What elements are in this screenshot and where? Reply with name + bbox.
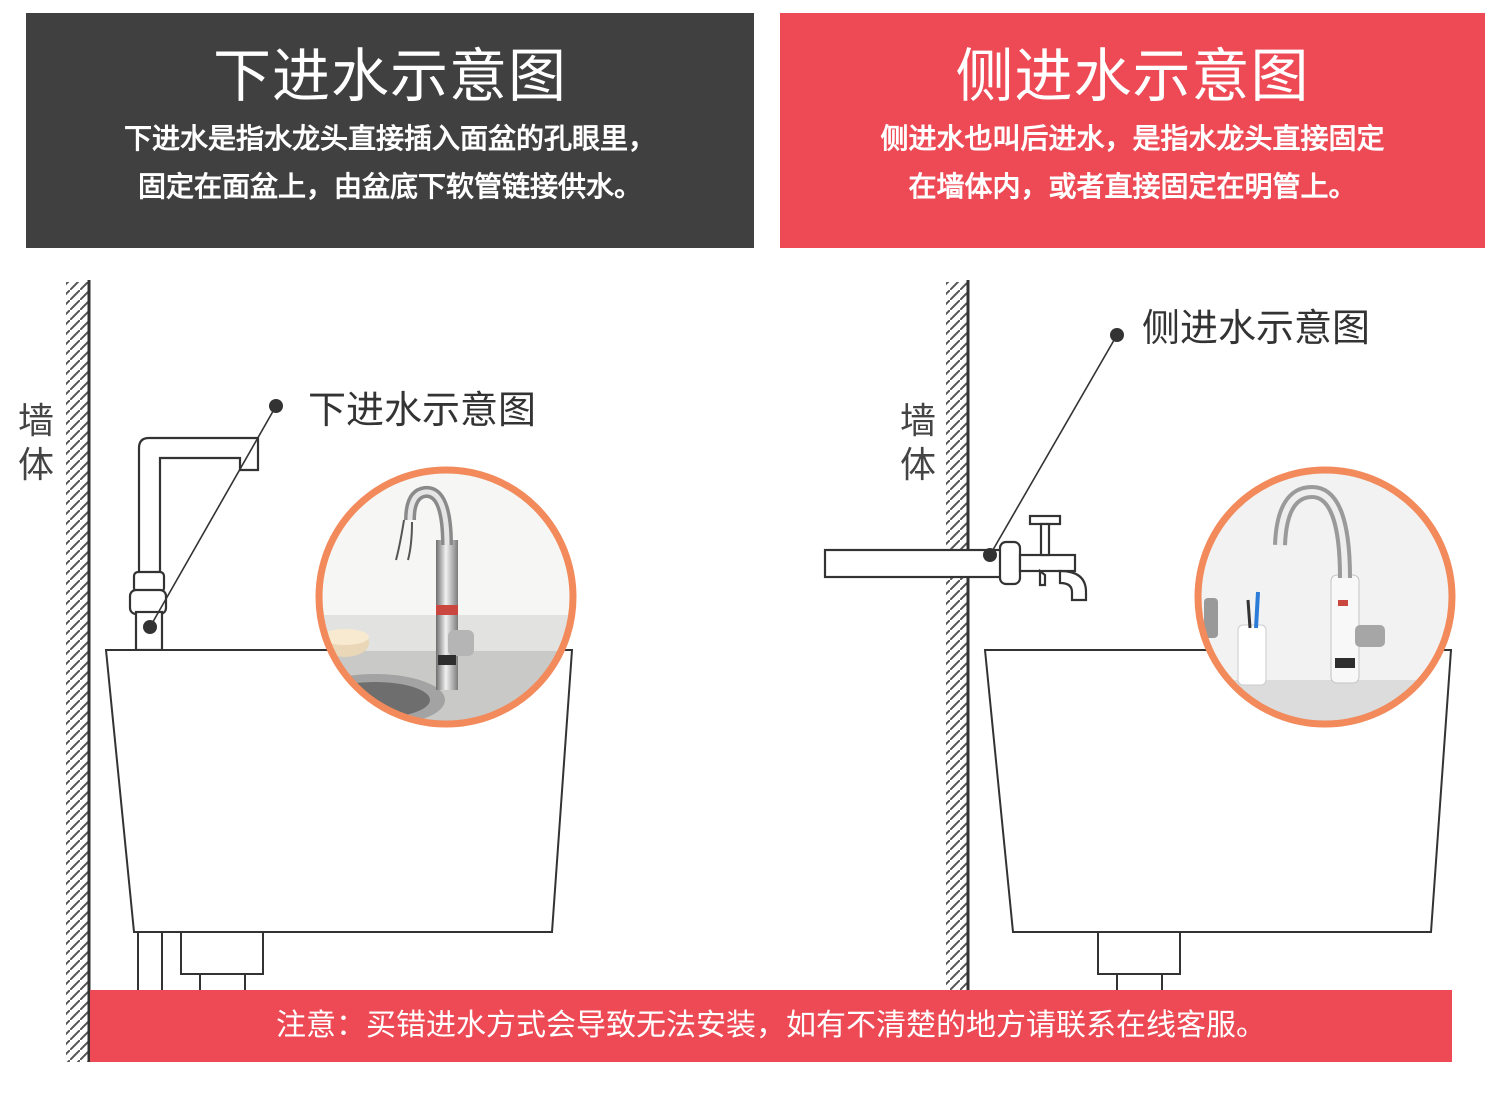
side-inlet-header: 侧进水示意图 侧进水也叫后进水，是指水龙头直接固定 在墙体内，或者直接固定在明管…: [780, 13, 1485, 248]
bottom-inlet-leader-line: [143, 399, 283, 634]
right-wall: [946, 280, 970, 992]
side-inlet-leader-line: [983, 328, 1124, 562]
side-inlet-desc-line-1: 侧进水也叫后进水，是指水龙头直接固定: [880, 122, 1385, 155]
bottom-inlet-callout: 下进水示意图: [308, 388, 537, 432]
wall-tap-side-inlet-icon: [823, 514, 1088, 602]
faucet-bottom-inlet-icon: [128, 436, 260, 652]
left-wall: [66, 280, 91, 1062]
side-inlet-faucet-photo: [1194, 466, 1456, 728]
left-wall-label: 墙体: [17, 401, 54, 486]
bottom-inlet-desc-line-2: 固定在面盆上，由盆底下软管链接供水。: [137, 170, 642, 203]
bottom-inlet-desc-line-1: 下进水是指水龙头直接插入面盆的孔眼里，: [123, 122, 656, 155]
notice-banner: 注意：买错进水方式会导致无法安装，如有不清楚的地方请联系在线客服。: [90, 990, 1452, 1062]
right-wall-label: 墙体: [899, 401, 936, 486]
side-inlet-description: 侧进水也叫后进水，是指水龙头直接固定 在墙体内，或者直接固定在明管上。: [780, 115, 1485, 211]
bottom-inlet-header: 下进水示意图 下进水是指水龙头直接插入面盆的孔眼里， 固定在面盆上，由盆底下软管…: [26, 13, 754, 248]
side-inlet-callout: 侧进水示意图: [1142, 306, 1371, 350]
bottom-inlet-description: 下进水是指水龙头直接插入面盆的孔眼里， 固定在面盆上，由盆底下软管链接供水。: [26, 115, 754, 211]
bottom-inlet-title: 下进水示意图: [212, 42, 567, 110]
side-inlet-desc-line-2: 在墙体内，或者直接固定在明管上。: [908, 170, 1357, 203]
side-inlet-title: 侧进水示意图: [955, 42, 1310, 110]
